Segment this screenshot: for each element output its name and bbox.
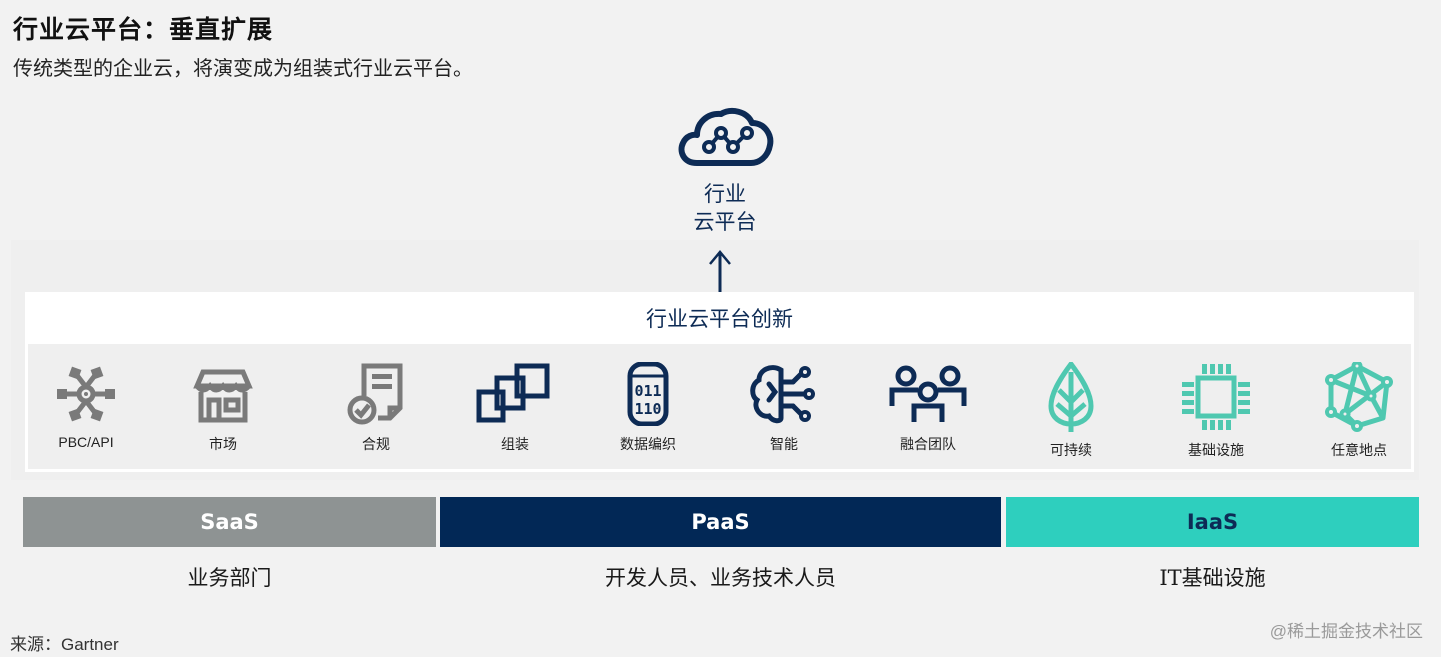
layer-paas-bar: PaaS xyxy=(440,497,1001,547)
cloud-label-line2: 云平台 xyxy=(693,210,757,234)
layer-saas-audience: 业务部门 xyxy=(187,566,272,590)
item-market: 市场 xyxy=(163,362,283,454)
watermark: @稀土掘金技术社区 xyxy=(1269,622,1423,641)
item-label: 基础设施 xyxy=(1188,442,1244,458)
item-data-fabric: 011 110 数据编织 xyxy=(588,362,708,454)
item-label: 任意地点 xyxy=(1331,442,1387,458)
binary-database-icon: 011 110 xyxy=(627,362,669,426)
item-label: 智能 xyxy=(770,436,798,452)
layer-paas-audience: 开发人员、业务技术人员 xyxy=(605,566,836,590)
storefront-icon xyxy=(193,369,253,423)
leaf-icon xyxy=(1048,362,1094,432)
cloud-label-line1: 行业 xyxy=(704,182,746,206)
linked-squares-icon xyxy=(476,363,550,423)
item-label: PBC/API xyxy=(58,434,114,450)
page-title: 行业云平台：垂直扩展 xyxy=(13,15,274,44)
item-intelligence: 智能 xyxy=(724,362,844,454)
item-label: 市场 xyxy=(209,436,237,452)
item-label: 合规 xyxy=(362,436,390,452)
item-sustainable: 可持续 xyxy=(1011,362,1131,460)
source-note: 来源：Gartner xyxy=(10,635,119,654)
layer-iaas-audience: IT基础设施 xyxy=(1159,566,1266,590)
item-fusion-team: 融合团队 xyxy=(868,362,988,454)
brain-circuit-icon xyxy=(750,365,815,424)
item-infrastructure: 基础设施 xyxy=(1156,362,1276,460)
item-label: 数据编织 xyxy=(620,436,676,452)
layer-saas-bar: SaaS xyxy=(23,497,436,547)
svg-text:110: 110 xyxy=(634,400,661,418)
cloud-node-label: 行业 云平台 xyxy=(660,180,790,236)
innovation-panel-title: 行业云平台创新 xyxy=(25,292,1414,344)
item-compliance: 合规 xyxy=(316,362,436,454)
mesh-network-icon xyxy=(1325,362,1393,432)
item-label: 组装 xyxy=(501,436,529,452)
item-label: 融合团队 xyxy=(900,436,956,452)
item-anywhere: 任意地点 xyxy=(1299,362,1419,460)
api-network-icon xyxy=(57,366,115,422)
cloud-node xyxy=(660,105,790,174)
cloud-network-icon xyxy=(678,108,774,166)
page-subtitle: 传统类型的企业云，将演变成为组装式行业云平台。 xyxy=(13,56,473,80)
item-label: 可持续 xyxy=(1050,442,1092,458)
layer-iaas-bar: IaaS xyxy=(1006,497,1419,547)
item-pbc-api: PBC/API xyxy=(26,362,146,450)
arrow-up-icon xyxy=(709,250,731,296)
svg-text:011: 011 xyxy=(634,382,661,400)
chip-icon xyxy=(1182,364,1250,430)
innovation-icon-row: PBC/API 市场 合规 xyxy=(25,344,1414,472)
item-assembly: 组装 xyxy=(455,362,575,454)
compliance-document-icon xyxy=(347,363,403,425)
team-people-icon xyxy=(889,365,967,422)
